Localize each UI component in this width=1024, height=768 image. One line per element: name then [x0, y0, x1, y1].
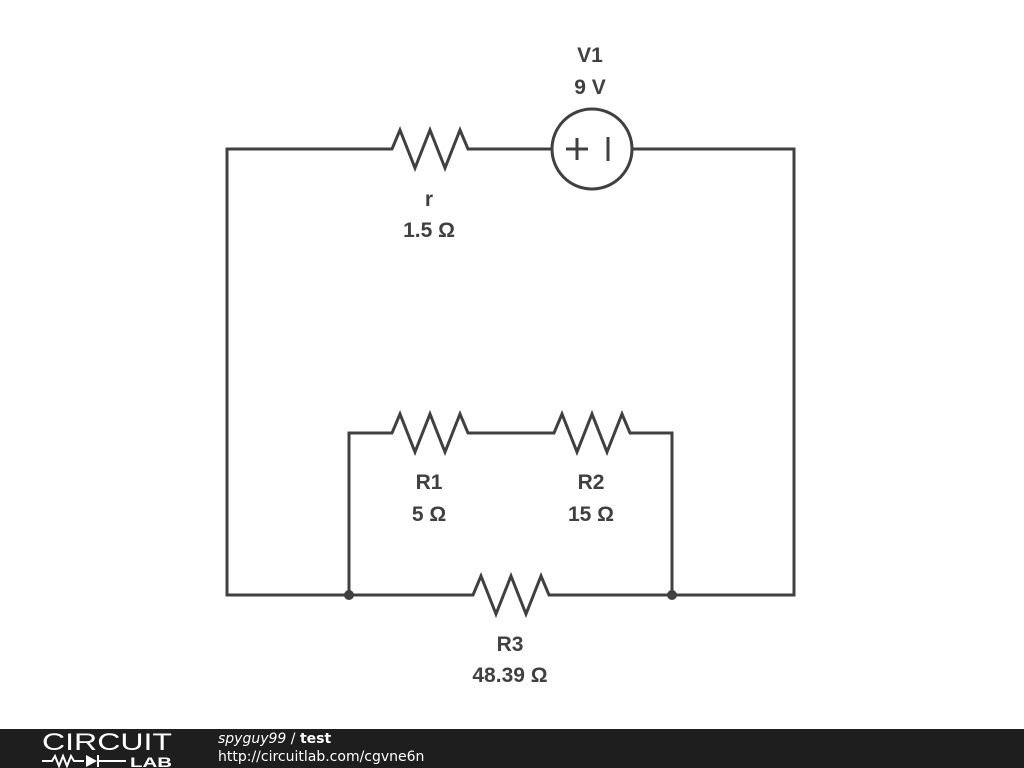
label-r-name: r: [425, 188, 433, 211]
label-r2-name: R2: [578, 471, 605, 494]
label-r1-value: 5 Ω: [412, 503, 446, 526]
logo-diode-icon: [86, 755, 97, 767]
voltage-source-v1[interactable]: [550, 107, 634, 191]
junction-node-right: [667, 590, 677, 600]
resistor-r[interactable]: [385, 125, 473, 173]
resistor-r2[interactable]: [547, 409, 635, 457]
footer-circuit-title[interactable]: test: [299, 731, 332, 747]
circuitlab-logo[interactable]: CIRCUIT LAB: [0, 729, 210, 768]
wire-left-top: [225, 147, 385, 597]
footer-username[interactable]: spyguy99: [218, 731, 287, 747]
footer-info: spyguy99 / test http://circuitlab.com/cg…: [218, 730, 424, 766]
logo-text-lab: LAB: [130, 754, 172, 768]
label-v1-name: V1: [577, 44, 603, 67]
junction-node-left: [344, 590, 354, 600]
wire-branch-right: [635, 431, 674, 595]
footer-separator: /: [286, 731, 300, 747]
label-r3-name: R3: [497, 633, 524, 656]
label-r-value: 1.5 Ω: [403, 219, 455, 242]
logo-text-circuit: CIRCUIT: [42, 729, 172, 756]
label-r2-value: 15 Ω: [568, 503, 614, 526]
label-r1-name: R1: [416, 471, 443, 494]
resistor-r3[interactable]: [466, 571, 554, 619]
logo-resistor-icon: [42, 753, 84, 768]
label-v1-value: 9 V: [574, 76, 606, 99]
wire-branch-left: [347, 431, 385, 595]
wire-right-loop: [632, 147, 796, 597]
resistor-r1[interactable]: [385, 409, 473, 457]
label-r3-value: 48.39 Ω: [472, 664, 547, 687]
footer-bar: CIRCUIT LAB spyguy99 / test http://circu…: [0, 729, 1024, 768]
footer-url[interactable]: http://circuitlab.com/cgvne6n: [218, 749, 425, 765]
